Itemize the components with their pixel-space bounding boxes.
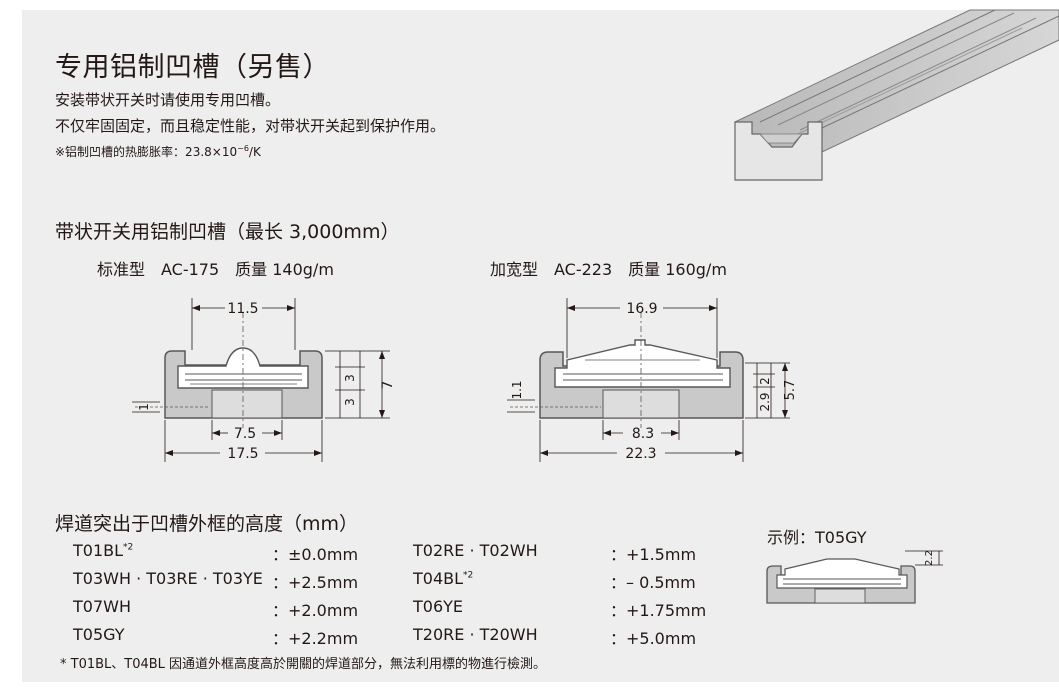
- height-model: T02RE · T02WH: [413, 541, 538, 560]
- description-line-2: 不仅牢固固定，而且稳定性能，对带状开关起到保护作用。: [55, 117, 446, 135]
- expansion-note: ※铝制凹槽的热膨胀率：23.8×10−6/K: [55, 143, 261, 160]
- std-dim-right-2: 3: [343, 398, 357, 406]
- section-title-rails: 带状开关用铝制凹槽（最长 3,000mm）: [55, 221, 400, 243]
- example-dim: 2.2: [924, 550, 935, 566]
- wide-dim-right-2: 2.9: [758, 392, 772, 411]
- note-prefix: ※铝制凹槽的热膨胀率：23.8×10: [55, 145, 238, 159]
- footnote: * T01BL、T04BL 因通道外框高度高於開關的焊道部分，無法利用標的物進行…: [60, 657, 547, 672]
- height-value: ：– 0.5mm: [610, 573, 696, 592]
- height-value: ：+2.0mm: [272, 601, 359, 620]
- rail-illustration: [734, 9, 1059, 181]
- height-model: T05GY: [73, 625, 125, 644]
- note-suffix: /K: [248, 145, 261, 159]
- wide-dim-inner: 8.3: [632, 426, 654, 442]
- height-model: T03WH · T03RE · T03YE: [73, 569, 263, 588]
- note-exponent: −6: [237, 144, 249, 153]
- std-dim-top: 11.5: [227, 301, 258, 317]
- height-value: ：±0.0mm: [272, 545, 359, 564]
- height-model: T04BL*2: [413, 569, 474, 588]
- wide-dim-total: 22.3: [625, 446, 656, 462]
- std-dim-left: 1: [137, 403, 151, 411]
- example-rail-drawing: 2.2: [766, 550, 943, 604]
- height-model: T06YE: [413, 597, 464, 616]
- standard-type-label: 标准型 AC-175 质量 140g/m: [97, 260, 334, 279]
- wide-dim-left: 1.1: [510, 380, 524, 399]
- standard-rail-drawing: 11.5 7.5 17.5 1 3 3 7: [132, 298, 396, 462]
- height-value: ：+1.75mm: [610, 601, 707, 620]
- wide-type-label: 加宽型 AC-223 质量 160g/m: [490, 260, 727, 279]
- height-value: ：+5.0mm: [610, 629, 697, 648]
- height-value: ：+2.5mm: [272, 573, 359, 592]
- std-dim-inner: 7.5: [234, 426, 256, 442]
- height-value: ：+1.5mm: [610, 545, 697, 564]
- wide-dim-top: 16.9: [626, 301, 657, 317]
- description-line-1: 安装带状开关时请使用专用凹槽。: [55, 91, 281, 109]
- wide-dim-right-1: 2: [758, 377, 772, 385]
- page-title: 专用铝制凹槽（另售）: [55, 52, 330, 83]
- wide-rail-drawing: 16.9 8.3 22.3 1.1 2 2.9 5.7: [507, 298, 798, 462]
- height-model: T20RE · T20WH: [413, 625, 538, 644]
- std-dim-total: 17.5: [227, 446, 258, 462]
- height-model: T01BL*2: [73, 541, 134, 560]
- wide-dim-right-3: 5.7: [783, 380, 798, 401]
- example-label: 示例：T05GY: [767, 528, 867, 547]
- std-dim-right-1: 3: [343, 374, 357, 382]
- section-title-heights: 焊道突出于凹槽外框的高度（mm）: [55, 513, 359, 535]
- height-value: ：+2.2mm: [272, 629, 359, 648]
- height-model: T07WH: [73, 597, 131, 616]
- std-dim-right-3: 7: [380, 381, 396, 390]
